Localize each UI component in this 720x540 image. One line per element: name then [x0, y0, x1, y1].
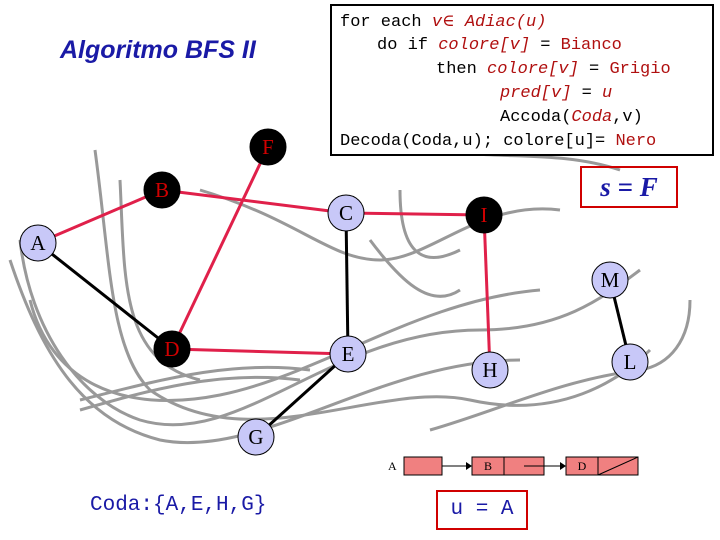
list-node-label: B	[484, 459, 492, 473]
code-token: v	[431, 13, 443, 32]
node-label: M	[601, 268, 620, 292]
code-token: Accoda(	[500, 108, 572, 127]
source-label: s = F	[580, 166, 678, 208]
code-token: Coda	[571, 108, 613, 127]
node-circle	[329, 335, 367, 373]
node-circle	[327, 194, 365, 232]
edge-b-c	[161, 188, 347, 215]
code-token: Nero	[615, 132, 657, 151]
node-circle	[591, 261, 629, 299]
code-token: colore[v]	[438, 36, 531, 55]
edge-c-i	[345, 211, 485, 217]
node-circle	[19, 224, 57, 262]
list-arrowhead	[560, 462, 566, 470]
page-title: Algoritmo BFS II	[60, 36, 256, 64]
code-token: Decoda(Coda,u); colore[u]=	[340, 132, 616, 151]
code-line-3: then colore[v] = Grigio	[436, 58, 671, 82]
code-token: ,v)	[612, 108, 643, 127]
code-token: for each	[340, 13, 432, 32]
edge-f-d	[170, 146, 270, 350]
code-token: Adiac(u)	[454, 13, 547, 32]
edge-a-d	[37, 241, 173, 351]
list-null-slash	[597, 456, 639, 476]
code-token: then	[436, 60, 488, 79]
node-label: H	[482, 358, 497, 382]
node-l: L	[611, 343, 649, 381]
node-circle	[249, 128, 287, 166]
nodes: F B A C I M D E H L G	[19, 128, 649, 456]
node-label: L	[624, 350, 637, 374]
list-node-label: D	[578, 459, 587, 473]
node-label: E	[342, 342, 355, 366]
edge-c-e	[344, 212, 350, 355]
node-label: G	[248, 425, 263, 449]
edge-e-g	[254, 352, 350, 439]
list-head-cell	[403, 456, 443, 476]
code-line-2: do if colore[v] = Bianco	[377, 34, 622, 58]
code-token: =	[571, 84, 603, 103]
edge-i-h	[482, 214, 492, 371]
node-circle	[237, 418, 275, 456]
node-circle	[471, 351, 509, 389]
node-label: F	[262, 135, 274, 159]
node-circle	[611, 343, 649, 381]
node-label: C	[339, 201, 353, 225]
pseudocode-box: for each v∈ Adiac(u) do if colore[v] = B…	[330, 4, 714, 156]
node-c: C	[327, 194, 365, 232]
code-token: pred[v]	[500, 84, 572, 103]
code-line-4: pred[v] = u	[500, 82, 612, 106]
code-line-5: Accoda(Coda,v)	[500, 106, 643, 130]
code-token: do if	[377, 36, 439, 55]
node-m: M	[591, 261, 629, 299]
edge-b-a	[37, 188, 163, 245]
node-label: A	[30, 231, 46, 255]
edges	[37, 146, 632, 439]
code-token: colore[v]	[487, 60, 579, 79]
node-circle	[465, 196, 503, 234]
node-d: D	[153, 330, 191, 368]
node-circle	[153, 330, 191, 368]
code-token: =	[530, 36, 561, 55]
node-circle	[143, 171, 181, 209]
list-arrowhead	[466, 462, 472, 470]
list-head-label: A	[388, 459, 397, 473]
node-g: G	[237, 418, 275, 456]
node-f: F	[249, 128, 287, 166]
node-i: I	[465, 196, 503, 234]
edge-d-e	[171, 347, 349, 356]
node-a: A	[19, 224, 57, 262]
node-b: B	[143, 171, 181, 209]
code-token: =	[578, 60, 610, 79]
code-token: Bianco	[560, 36, 622, 55]
code-line-1: for each v∈ Adiac(u)	[340, 10, 546, 35]
node-e: E	[329, 335, 367, 373]
code-token: Grigio	[609, 60, 671, 79]
node-h: H	[471, 351, 509, 389]
code-token: u	[602, 84, 613, 103]
node-label: I	[481, 203, 488, 227]
node-label: B	[155, 178, 169, 202]
element-of-symbol: ∈	[442, 11, 455, 31]
node-label: D	[164, 337, 179, 361]
queue-label: Coda:{A,E,H,G}	[90, 494, 267, 517]
current-vertex-label: u = A	[436, 490, 528, 530]
code-line-6: Decoda(Coda,u); colore[u]= Nero	[340, 130, 656, 154]
